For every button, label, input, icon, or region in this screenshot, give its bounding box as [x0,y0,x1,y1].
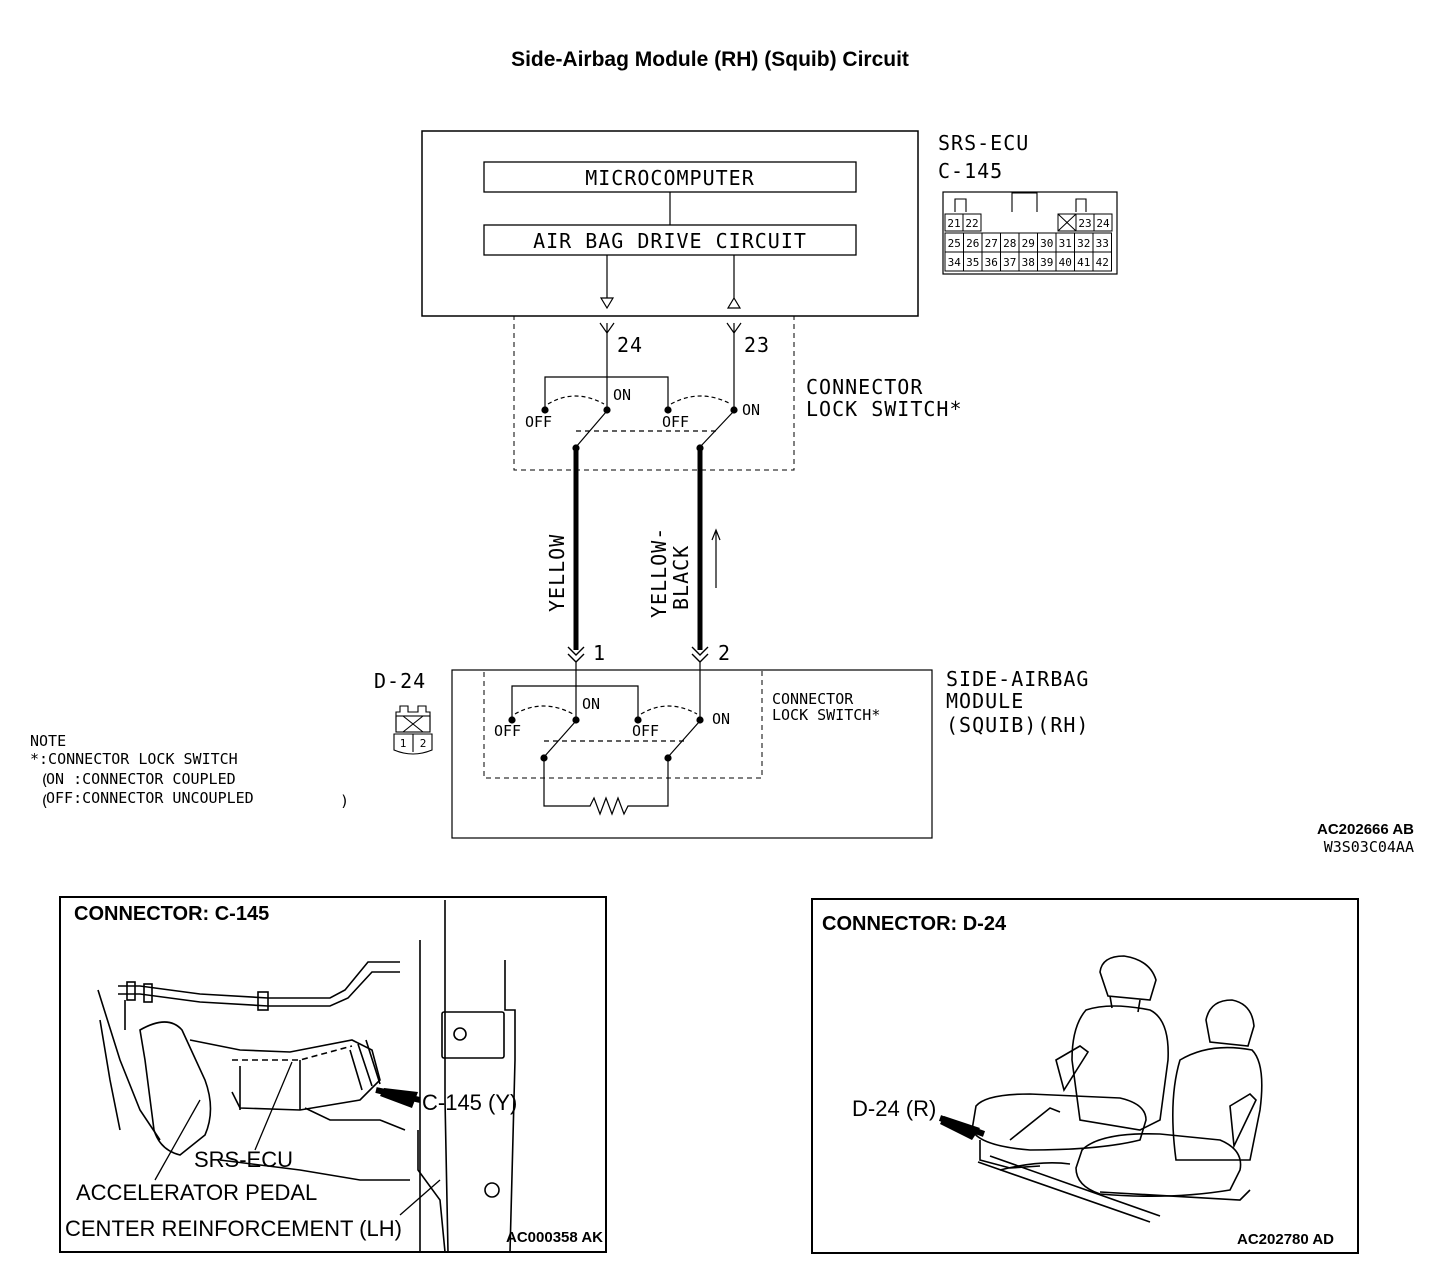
ecu-lock-switch-box [513,315,795,471]
c145-connector-face: 21 22 23 24 25 26 27 28 29 30 31 32 33 34 35 36 37 3… [942,191,1118,275]
drive-circuit-block [483,224,857,256]
pin-36: 36 [985,256,998,269]
c145-panel-code: AC000358 AK [506,1229,603,1246]
dashboard-illustration [97,900,516,1253]
ecu-switch-off-right: OFF [662,413,689,431]
note-line-3: ON :CONNECTOR COUPLED [46,770,236,788]
module-name-2: MODULE [946,689,1024,713]
module-pin-label-2: 2 [718,641,731,665]
ecu-pin-label-24: 24 [617,333,643,357]
d24-connector-face [393,705,433,755]
wire-label-yellow-black-1: YELLOW- [647,527,671,618]
output-arrow-icon [599,297,615,310]
drive-circuit-label: AIR BAG DRIVE CIRCUIT [533,229,807,253]
d24-location-panel [811,898,1359,1254]
d24-pin-2: 2 [420,737,427,750]
pin-25: 25 [948,237,961,250]
ecu-switch-on-right: ON [742,401,760,419]
pin-30: 30 [1040,237,1053,250]
pin-26: 26 [966,237,979,250]
module-name-1: SIDE-AIRBAG [946,667,1089,691]
d24-panel-title: CONNECTOR: D-24 [822,913,1007,935]
diagram-subcode: W3S03C04AA [1324,838,1414,856]
module-lock-switch-box [483,669,763,779]
pin-21: 21 [947,217,960,230]
pin-40: 40 [1059,256,1072,269]
pin-28: 28 [1003,237,1016,250]
module-lock-switch-label-1: CONNECTOR [772,690,854,708]
module-pin-label-1: 1 [593,641,606,665]
pin-24: 24 [1096,217,1110,230]
module-name-3: (SQUIB)(RH) [946,713,1089,737]
srs-ecu-callout: SRS-ECU [194,1147,293,1172]
center-reinforcement-callout: CENTER REINFORCEMENT (LH) [65,1216,402,1241]
ecu-lock-switch-label-1: CONNECTOR [806,375,923,399]
c145-panel-title: CONNECTOR: C-145 [74,903,269,925]
svg-text:(: ( [40,771,49,789]
ecu-lock-switch-label-2: LOCK SWITCH* [806,397,963,421]
pin-23: 23 [1078,217,1091,230]
module-lock-switch-label-2: LOCK SWITCH* [772,706,880,724]
note-line-4: OFF:CONNECTOR UNCOUPLED [46,789,254,807]
microcomputer-label: MICROCOMPUTER [585,166,755,190]
wire-label-yellow-black-2: BLACK [669,545,693,610]
module-connector-id: D-24 [374,669,426,693]
pin-42: 42 [1096,256,1109,269]
wire-label-yellow: YELLOW [545,534,569,612]
pin-22: 22 [965,217,978,230]
module-switch-on-left: ON [582,695,600,713]
c145-callout: C-145 (Y) [422,1090,517,1115]
module-box [451,669,933,839]
module-switch-off-left: OFF [494,722,521,740]
note-line-2: *:CONNECTOR LOCK SWITCH [30,750,238,768]
pin-38: 38 [1022,256,1035,269]
pin-37: 37 [1003,256,1016,269]
module-switch-on-right: ON [712,710,730,728]
accelerator-pedal-callout: ACCELERATOR PEDAL [76,1180,317,1205]
ecu-switch-off-left: OFF [525,413,552,431]
pin-31: 31 [1059,237,1072,250]
diagram-code: AC202666 AB [1317,821,1414,838]
return-arrow-icon [726,296,742,309]
pin-41: 41 [1077,256,1090,269]
module-lock-switch [508,662,704,816]
svg-text:(: ( [40,792,49,810]
d24-callout: D-24 (R) [852,1096,936,1121]
pin-33: 33 [1096,237,1109,250]
page-title: Side-Airbag Module (RH) (Squib) Circuit [511,48,909,71]
svg-text:): ) [340,792,349,810]
pin-39: 39 [1040,256,1053,269]
leader-lines [154,1061,441,1216]
ecu-lock-switch [541,333,738,452]
seats-illustration [971,955,1263,1223]
d24-panel-code: AC202780 AD [1237,1231,1334,1248]
connector-chevron-icon [567,646,709,663]
pin-32: 32 [1077,237,1090,250]
pin-29: 29 [1022,237,1035,250]
module-switch-off-right: OFF [632,722,659,740]
ecu-name: SRS-ECU [938,131,1029,155]
d24-pin-1: 1 [400,737,407,750]
c145-location-panel [59,896,607,1253]
pin-27: 27 [985,237,998,250]
note-heading: NOTE [30,732,66,750]
ecu-pin-label-23: 23 [744,333,770,357]
ecu-connector-id: C-145 [938,159,1003,183]
pin-35: 35 [966,256,979,269]
pin-34: 34 [948,256,962,269]
ecu-switch-on-left: ON [613,386,631,404]
